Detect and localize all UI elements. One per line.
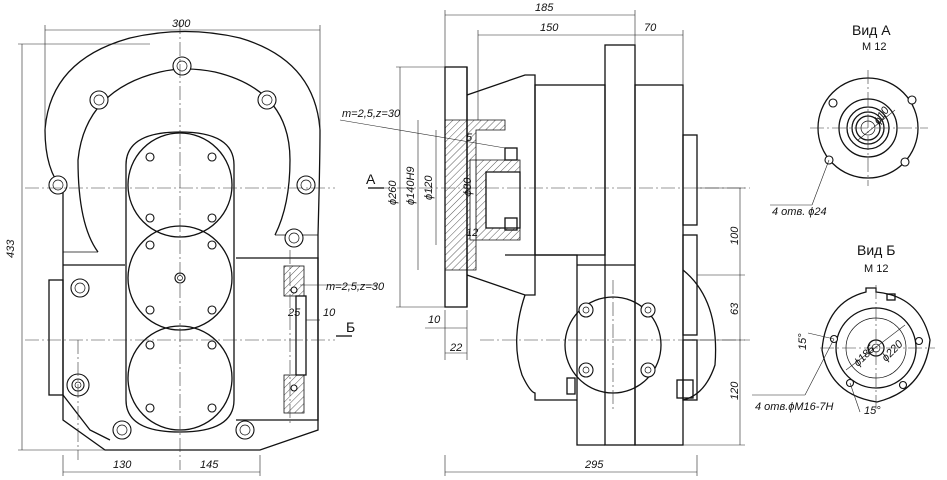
dim-185: 185 bbox=[535, 2, 554, 14]
view-a: Вид А М 12 ϕ10 4 отв. ϕ24 bbox=[770, 22, 928, 218]
dim-130: 130 bbox=[113, 459, 132, 471]
gear-housing bbox=[534, 84, 606, 256]
side-view bbox=[375, 44, 750, 446]
dim-120-right: 120 bbox=[729, 381, 741, 400]
dim-d140: ϕ140H9 bbox=[405, 166, 417, 205]
gear-cover-frame bbox=[125, 131, 235, 433]
dim-150: 150 bbox=[540, 22, 559, 34]
gear-label-side: m=2,5,z=30 bbox=[326, 281, 385, 293]
flange-section bbox=[444, 119, 506, 271]
view-b-title: Вид Б bbox=[857, 242, 895, 258]
dim-70: 70 bbox=[644, 22, 657, 34]
dim-145: 145 bbox=[200, 459, 219, 471]
dim-d260: ϕ260 bbox=[387, 180, 399, 205]
view-b-holes bbox=[829, 334, 924, 390]
section-marker-b: Б bbox=[346, 319, 355, 335]
cover-screws bbox=[145, 152, 217, 413]
dim-12: 12 bbox=[466, 227, 478, 239]
dim-d120: ϕ120 bbox=[423, 175, 435, 200]
section-marker-a: А bbox=[366, 171, 376, 187]
bearing-section-top bbox=[283, 265, 305, 297]
dim-10-left: 10 bbox=[428, 314, 441, 326]
view-a-title: Вид А bbox=[852, 22, 891, 38]
dim-22: 22 bbox=[449, 342, 462, 354]
view-a-holes bbox=[824, 95, 917, 167]
view-b-angle-top: 15° bbox=[797, 333, 809, 350]
front-view bbox=[25, 20, 335, 470]
dim-d80: ϕ80 bbox=[462, 177, 474, 196]
left-flange bbox=[48, 279, 64, 396]
housing-outline bbox=[44, 30, 321, 451]
view-a-holes-label: 4 отв. ϕ24 bbox=[772, 206, 827, 218]
gear-label-top: m=2,5,z=30 bbox=[342, 108, 401, 120]
output-bolts bbox=[578, 302, 656, 378]
view-a-scale: М 12 bbox=[862, 41, 886, 53]
view-b-flange bbox=[821, 287, 931, 403]
dim-63: 63 bbox=[729, 302, 741, 315]
dim-25: 25 bbox=[287, 307, 301, 319]
view-b-holes-label: 4 отв.ϕМ16-7Н bbox=[755, 401, 834, 413]
dim-300: 300 bbox=[172, 18, 191, 30]
bearing-section-bottom bbox=[283, 374, 305, 414]
rear-body bbox=[634, 84, 684, 446]
front-dimensions: 300 433 130 145 m=2,5,z=30 25 10 Б bbox=[5, 18, 385, 476]
view-b: Вид Б М 12 ϕ185 ϕ220 15° 15° 4 отв.ϕМ16-… bbox=[752, 242, 935, 417]
dim-295: 295 bbox=[584, 459, 604, 471]
dim-433: 433 bbox=[5, 239, 17, 258]
flange-bolts bbox=[48, 56, 316, 440]
side-dimensions: 185 150 70 ϕ260 ϕ140H9 ϕ120 ϕ80 m=2,5,z=… bbox=[339, 2, 745, 476]
view-b-angle-bottom: 15° bbox=[864, 405, 881, 417]
dim-10-mid: 10 bbox=[323, 307, 336, 319]
dim-100: 100 bbox=[729, 226, 741, 245]
view-b-scale: М 12 bbox=[864, 263, 888, 275]
mid-plate bbox=[604, 44, 636, 446]
dim-5: 5 bbox=[466, 132, 473, 144]
